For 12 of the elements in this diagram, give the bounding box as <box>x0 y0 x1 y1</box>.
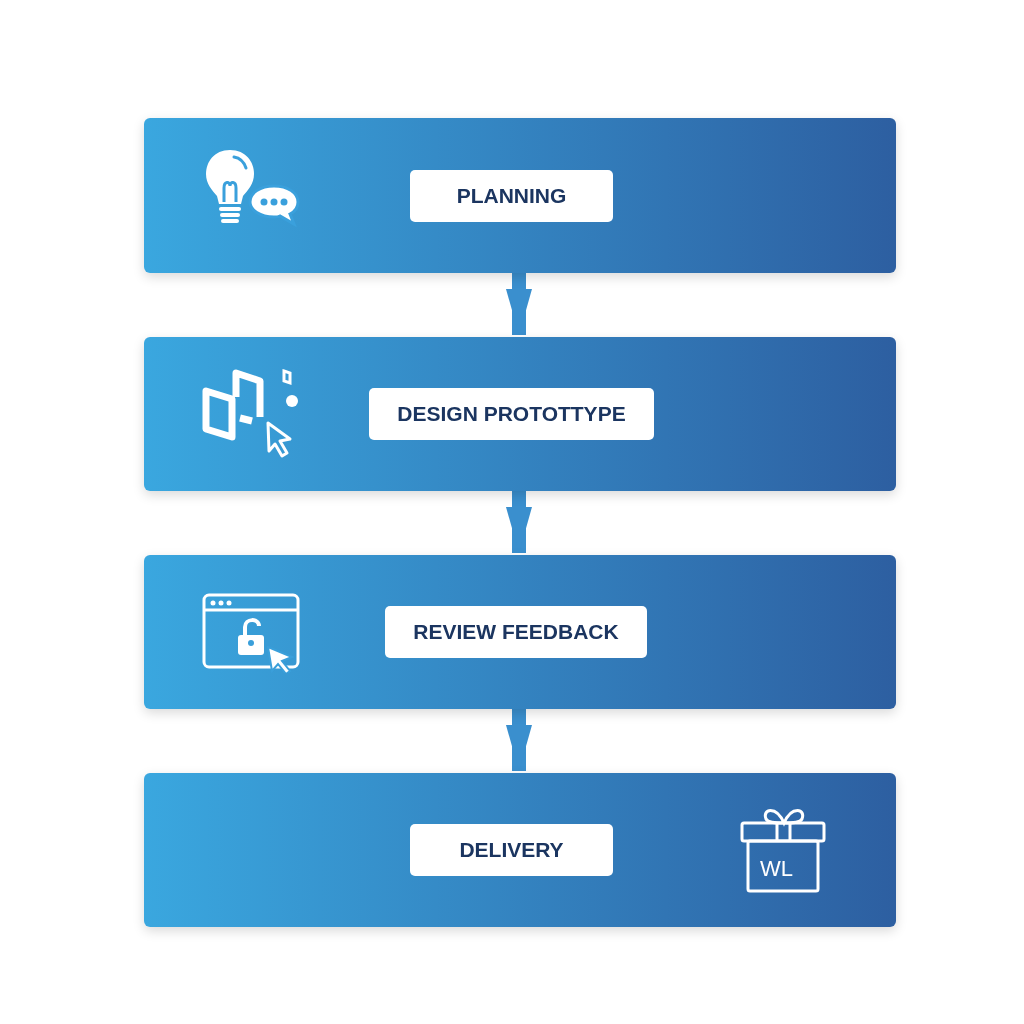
step-label: DELIVERY <box>410 824 613 876</box>
process-band <box>144 118 896 273</box>
step-label: DESIGN PROTOTTYPE <box>369 388 654 440</box>
step-label: REVIEW FEEDBACK <box>385 606 647 658</box>
arrow <box>506 273 532 335</box>
icon-initials: WL <box>760 858 793 880</box>
step-label: PLANNING <box>410 170 613 222</box>
arrow <box>506 491 532 553</box>
process-band <box>144 555 896 709</box>
process-band <box>144 773 896 927</box>
process-band <box>144 337 896 491</box>
arrow <box>506 709 532 771</box>
